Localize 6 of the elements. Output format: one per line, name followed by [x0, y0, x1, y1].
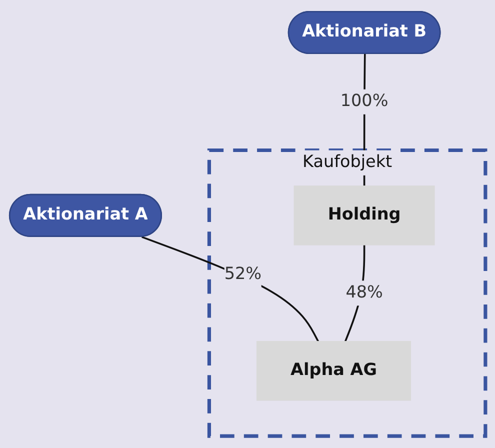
edge-label: 48%	[346, 283, 383, 302]
connector	[142, 236, 320, 342]
edge-label: 100%	[340, 92, 388, 111]
node-box: Alpha AG	[256, 341, 412, 401]
node-box: Holding	[294, 186, 435, 246]
edge-label: 52%	[224, 264, 262, 284]
